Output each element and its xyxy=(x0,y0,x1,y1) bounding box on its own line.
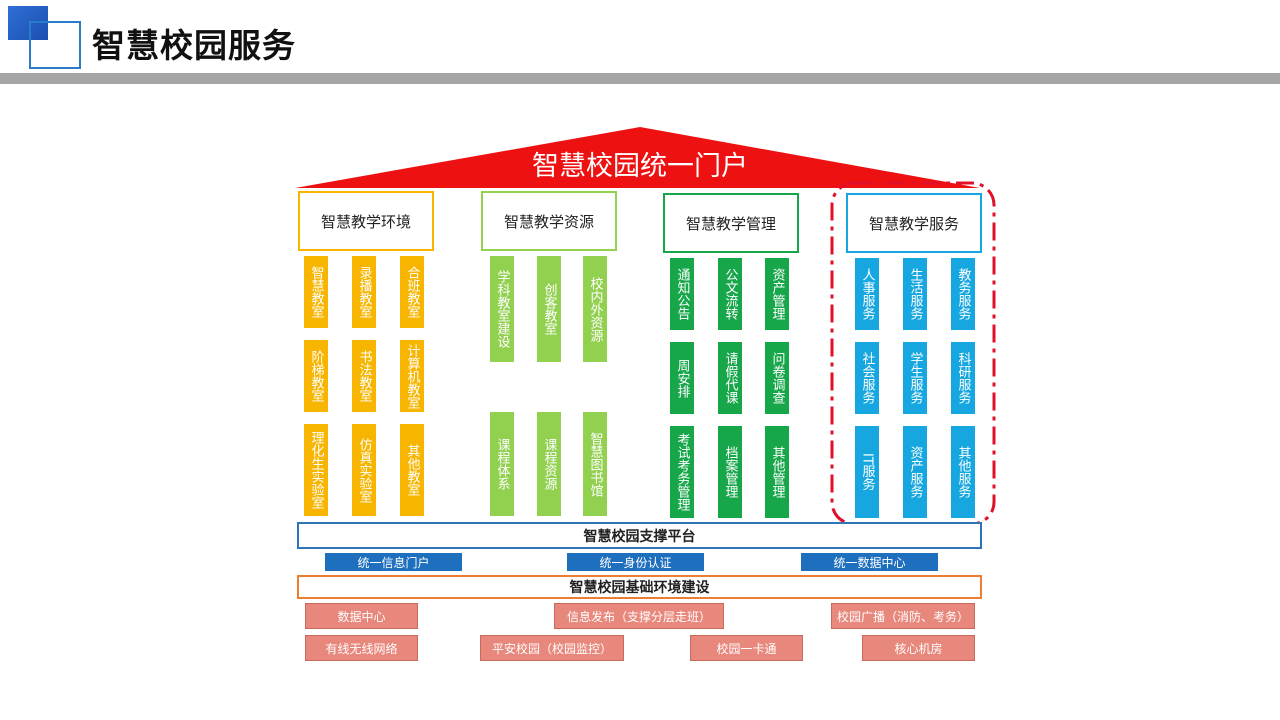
roof-triangle xyxy=(295,127,980,188)
pillar-svc-3: 教务服务 xyxy=(951,258,975,330)
pillar-mgmt-4: 周安排 xyxy=(670,342,694,414)
pillar-svc-7: IT服务 xyxy=(855,426,879,518)
pillar-mgmt-7: 考试考务管理 xyxy=(670,426,694,518)
pillar-env-3: 合班教室 xyxy=(400,256,424,328)
pillar-mgmt-2: 公文流转 xyxy=(718,258,742,330)
pillar-res-3: 校内外资源 xyxy=(583,256,607,362)
pillar-svc-6: 科研服务 xyxy=(951,342,975,414)
support-item-data: 统一数据中心 xyxy=(801,553,938,571)
pillar-env-1: 智慧教室 xyxy=(304,256,328,328)
category-teaching-services: 智慧教学服务 xyxy=(846,193,982,253)
pillar-env-4: 阶梯教室 xyxy=(304,340,328,412)
pillar-res-1: 学科教室建设 xyxy=(490,256,514,362)
pillar-res-4: 课程体系 xyxy=(490,412,514,516)
category-teaching-environment: 智慧教学环境 xyxy=(298,191,434,251)
pillar-mgmt-5: 请假代课 xyxy=(718,342,742,414)
infra-safe-campus: 平安校园（校园监控） xyxy=(480,635,624,661)
pillar-mgmt-6: 问卷调查 xyxy=(765,342,789,414)
pillar-svc-5: 学生服务 xyxy=(903,342,927,414)
title-divider xyxy=(0,73,1280,84)
pillar-mgmt-1: 通知公告 xyxy=(670,258,694,330)
infra-core-room: 核心机房 xyxy=(862,635,975,661)
pillar-svc-2: 生活服务 xyxy=(903,258,927,330)
infrastructure-band: 智慧校园基础环境建设 xyxy=(297,575,982,599)
pillar-svc-1: 人事服务 xyxy=(855,258,879,330)
pillar-env-5: 书法教室 xyxy=(352,340,376,412)
pillar-env-9: 其他教室 xyxy=(400,424,424,516)
roof-label: 智慧校园统一门户 xyxy=(532,151,748,182)
pillar-env-2: 录播教室 xyxy=(352,256,376,328)
infra-info-release: 信息发布（支撑分层走班） xyxy=(554,603,724,629)
infra-network: 有线无线网络 xyxy=(305,635,418,661)
pillar-mgmt-8: 档案管理 xyxy=(718,426,742,518)
pillar-res-2: 创客教室 xyxy=(537,256,561,362)
pillar-env-7: 理化生实验室 xyxy=(304,424,328,516)
category-teaching-management: 智慧教学管理 xyxy=(663,193,799,253)
pillar-svc-4: 社会服务 xyxy=(855,342,879,414)
pillar-env-8: 仿真实验室 xyxy=(352,424,376,516)
category-teaching-resources: 智慧教学资源 xyxy=(481,191,617,251)
pillar-mgmt-3: 资产管理 xyxy=(765,258,789,330)
pillar-env-6: 计算机教室 xyxy=(400,340,424,412)
support-item-auth: 统一身份认证 xyxy=(567,553,704,571)
infra-campus-card: 校园一卡通 xyxy=(690,635,803,661)
logo-square-outline xyxy=(29,21,81,69)
highlight-outline xyxy=(830,181,996,526)
page-title: 智慧校园服务 xyxy=(92,26,296,65)
pillar-res-6: 智慧图书馆 xyxy=(583,412,607,516)
pillar-res-5: 课程资源 xyxy=(537,412,561,516)
logo-square-filled xyxy=(8,6,48,40)
pillar-mgmt-9: 其他管理 xyxy=(765,426,789,518)
support-platform-band: 智慧校园支撑平台 xyxy=(297,522,982,549)
infra-data-center: 数据中心 xyxy=(305,603,418,629)
support-item-portal: 统一信息门户 xyxy=(325,553,462,571)
pillar-svc-9: 其他服务 xyxy=(951,426,975,518)
pillar-svc-8: 资产服务 xyxy=(903,426,927,518)
infra-broadcast: 校园广播（消防、考务） xyxy=(831,603,975,629)
